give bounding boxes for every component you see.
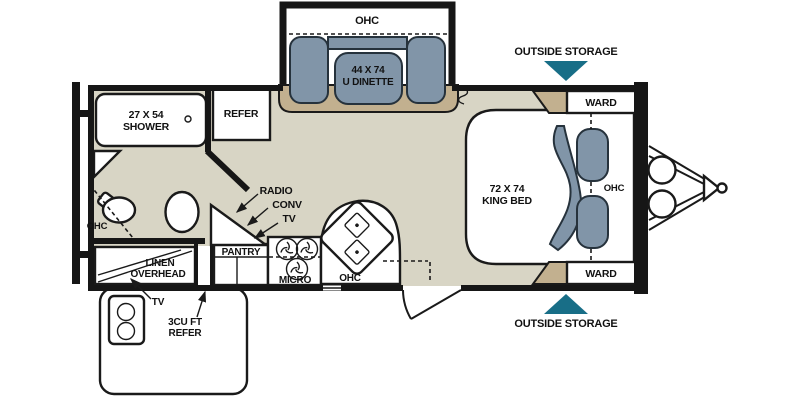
bathroom	[89, 149, 200, 239]
label-dinette-ohc: OHC	[355, 15, 379, 27]
rear-bumper	[72, 82, 80, 284]
label-tv: TV	[282, 213, 295, 225]
label-refer: REFER	[224, 108, 259, 120]
exterior-burner	[116, 321, 136, 341]
bath-ohc-line	[89, 184, 134, 239]
label-ward-top: WARD	[585, 97, 617, 109]
bed-pillow	[576, 128, 609, 182]
outside-storage-arrow-top	[544, 61, 588, 81]
exterior-kitchen-panel	[98, 286, 249, 396]
dinette-table	[334, 52, 403, 105]
bath-sink	[164, 190, 200, 234]
label-conv: CONV	[272, 199, 302, 211]
label-outside-storage-top: OUTSIDE STORAGE	[514, 46, 617, 58]
range-micro	[266, 235, 323, 287]
dinette-seat-right	[406, 36, 446, 104]
bed-blanket	[548, 125, 582, 252]
propane-tank	[647, 155, 677, 185]
label-micro: MICRO	[279, 275, 312, 286]
burner	[275, 237, 299, 261]
exterior-refer-cell	[198, 246, 211, 285]
outside-storage-arrow-bottom	[544, 294, 588, 314]
label-shower-name: SHOWER	[123, 121, 170, 133]
hitch-assembly	[647, 145, 728, 231]
burner	[295, 237, 319, 261]
u-dinette-slideout	[278, 1, 469, 113]
linen-overhead-box	[93, 245, 197, 286]
exterior-tv-arrow	[130, 278, 152, 300]
walls	[72, 82, 648, 294]
label-pantry: PANTRY	[222, 247, 261, 258]
entry-door	[402, 289, 462, 320]
exterior-refer-arrow	[196, 290, 207, 318]
label-shower-size: 27 X 54	[129, 109, 164, 121]
dinette-seat-back	[327, 36, 408, 50]
kitchen-sink	[320, 201, 394, 275]
propane-tank	[647, 189, 677, 219]
callout-arrows	[130, 193, 279, 318]
label-exterior-refer-line2: REFER	[169, 328, 203, 339]
label-ward-bottom: WARD	[585, 268, 617, 280]
label-outside-storage-bottom: OUTSIDE STORAGE	[514, 318, 617, 330]
label-linen-line1: LINEN	[145, 258, 174, 269]
toilet	[101, 196, 137, 224]
label-bed-ohc: OHC	[604, 183, 625, 194]
tv-arrow	[253, 222, 279, 239]
corner-tv-cabinet	[209, 202, 270, 247]
conv-arrow	[246, 207, 269, 226]
label-kitchen-ohc: OHC	[339, 273, 361, 284]
label-linen-line2: OVERHEAD	[130, 269, 185, 280]
hitch-coupler	[702, 173, 721, 203]
label-dinette-name: U DINETTE	[343, 77, 395, 88]
label-radio: RADIO	[260, 185, 293, 197]
bed-pillow	[576, 195, 609, 249]
bath-angled-wall	[204, 148, 251, 193]
label-bed-name: KING BED	[482, 195, 532, 207]
king-bed	[464, 108, 636, 266]
exterior-burner	[116, 302, 136, 322]
burner	[285, 257, 309, 281]
label-exterior-tv: TV	[152, 297, 165, 308]
kitchen-sink-counter	[269, 199, 431, 286]
radio-arrow	[235, 193, 259, 213]
dinette-seat-left	[289, 36, 329, 104]
label-bed-size: 72 X 74	[490, 183, 525, 195]
label-dinette-size: 44 X 74	[351, 65, 385, 76]
shower-drain	[184, 115, 192, 123]
label-bath-ohc: OHC	[87, 221, 108, 232]
wardrobes	[531, 89, 638, 286]
label-exterior-refer-line1: 3CU FT	[168, 317, 202, 328]
